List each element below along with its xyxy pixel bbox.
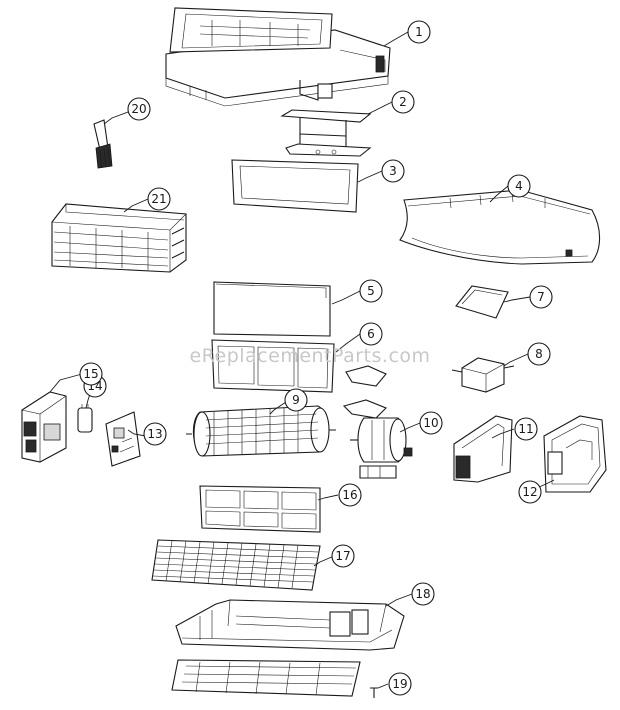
part-9-blower-wheel — [186, 405, 336, 457]
part-1-top-cover — [165, 7, 391, 107]
callout-label-2: 2 — [399, 95, 407, 109]
callout-18: 18 — [411, 582, 435, 606]
callout-label-18: 18 — [415, 587, 430, 601]
callout-label-13: 13 — [147, 427, 162, 441]
callout-label-19: 19 — [392, 677, 407, 691]
part-11-side-cover — [453, 415, 513, 483]
part-20-brush — [93, 119, 113, 169]
part-10-fan-motor — [342, 365, 413, 479]
part-7-plate — [455, 285, 509, 319]
callout-2: 2 — [391, 90, 415, 114]
part-3-frame — [231, 159, 359, 213]
callout-label-15: 15 — [83, 367, 98, 381]
callout-6: 6 — [359, 322, 383, 346]
callout-1: 1 — [407, 20, 431, 44]
part-17-grille — [151, 539, 321, 591]
callout-4: 4 — [507, 174, 531, 198]
callout-5: 5 — [359, 279, 383, 303]
part-6-air-filter — [211, 339, 335, 393]
part-21-evaporator-coil — [51, 203, 187, 273]
callout-9: 9 — [284, 388, 308, 412]
part-16-filter — [199, 485, 321, 533]
part-14-capacitor — [77, 404, 93, 433]
callout-13: 13 — [143, 422, 167, 446]
callout-label-9: 9 — [292, 393, 300, 407]
callout-10: 10 — [419, 411, 443, 435]
callout-label-3: 3 — [389, 164, 397, 178]
callout-3: 3 — [381, 159, 405, 183]
callout-label-7: 7 — [537, 290, 545, 304]
callout-20: 20 — [127, 97, 151, 121]
callout-label-1: 1 — [415, 25, 423, 39]
callout-21: 21 — [147, 187, 171, 211]
part-5-panel — [213, 281, 331, 337]
part-13-control-board — [105, 411, 141, 467]
part-8-bracket-box — [451, 357, 515, 393]
callout-15: 15 — [79, 362, 103, 386]
callout-label-11: 11 — [518, 422, 533, 436]
callout-17: 17 — [331, 544, 355, 568]
watermark: eReplacementParts.com — [189, 345, 431, 367]
part-18-base-chassis — [175, 599, 405, 651]
callout-label-16: 16 — [342, 488, 357, 502]
callout-label-5: 5 — [367, 284, 375, 298]
part-15-control-box — [21, 391, 67, 463]
callout-12: 12 — [518, 480, 542, 504]
callout-label-8: 8 — [535, 347, 543, 361]
callout-16: 16 — [338, 483, 362, 507]
callout-label-21: 21 — [151, 192, 166, 206]
callout-label-10: 10 — [423, 416, 438, 430]
part-12-side-frame — [543, 415, 607, 493]
callout-7: 7 — [529, 285, 553, 309]
part-19-bottom-tray — [171, 659, 378, 698]
callout-8: 8 — [527, 342, 551, 366]
callout-label-4: 4 — [515, 179, 523, 193]
callout-19: 19 — [388, 672, 412, 696]
callout-label-6: 6 — [367, 327, 375, 341]
part-4-front-panel — [399, 189, 601, 265]
callout-11: 11 — [514, 417, 538, 441]
callout-label-17: 17 — [335, 549, 350, 563]
callout-label-20: 20 — [131, 102, 146, 116]
callout-label-12: 12 — [522, 485, 537, 499]
part-2-bracket — [280, 109, 372, 157]
